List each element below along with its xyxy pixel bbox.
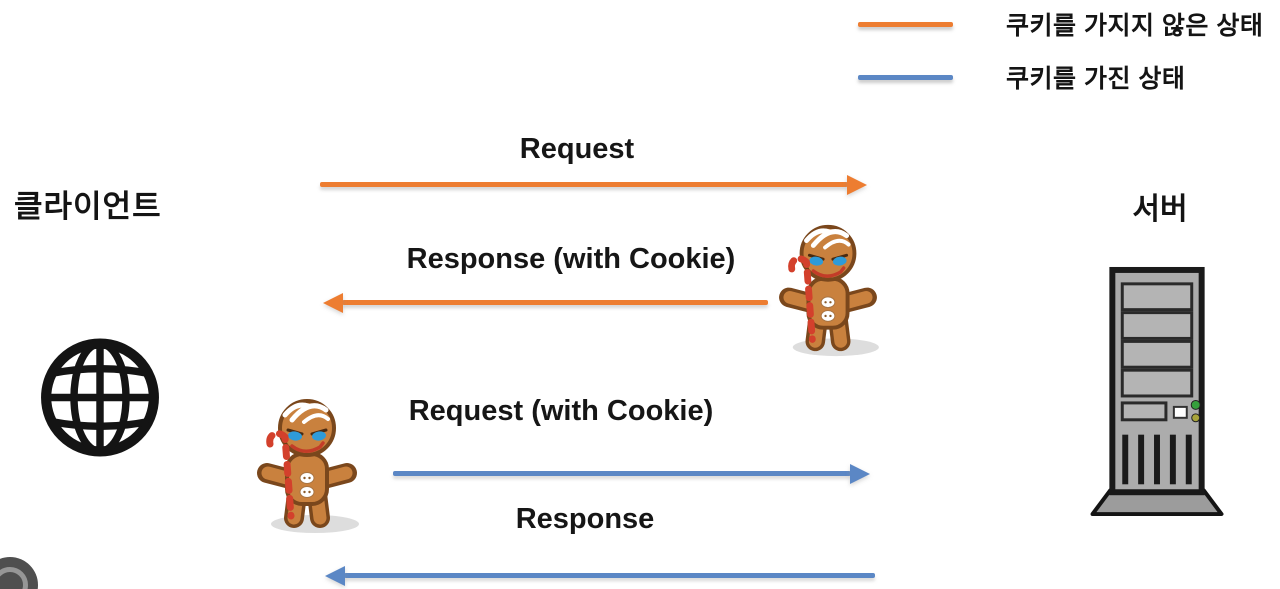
response-with-cookie-arrow (323, 292, 768, 313)
flow-label-request-with-cookie: Request (with Cookie) (408, 395, 714, 427)
flow-label-response: Response (515, 503, 655, 535)
legend-label-no-cookie: 쿠키를 가지지 않은 상태 (1006, 12, 1264, 40)
corner-badge (0, 557, 38, 589)
legend-item-with-cookie: 쿠키를 가진 상태 (858, 61, 1263, 93)
drive-bay (1120, 282, 1194, 312)
flow-label-response-with-cookie: Response (with Cookie) (406, 243, 736, 275)
drive-bay (1120, 339, 1194, 369)
vent-slit (1169, 434, 1176, 485)
flow-label-request: Request (519, 133, 635, 165)
vent-slit (1122, 434, 1129, 485)
client-label: 클라이언트 (14, 189, 162, 224)
drive-bay (1120, 311, 1194, 340)
legend-line-no-cookie-icon (858, 21, 953, 27)
arrow-head-left-icon (325, 565, 345, 586)
server-label: 서버 (1132, 193, 1188, 226)
request-arrow (320, 174, 867, 195)
vent-slit (1154, 434, 1160, 485)
arrow-head-right-icon (847, 174, 867, 195)
led-green (1190, 399, 1201, 410)
legend-label-with-cookie: 쿠키를 가진 상태 (1006, 65, 1186, 93)
drive-bay (1120, 368, 1194, 398)
drive-slot (1120, 401, 1168, 422)
legend-line-with-cookie-icon (858, 74, 953, 80)
server-tower-icon (1090, 266, 1224, 517)
vent-slit (1185, 434, 1192, 485)
gingerbread-man-icon (774, 222, 882, 359)
gingerbread-man-icon (251, 396, 363, 536)
corner-badge-ring (0, 567, 28, 589)
response-arrow (325, 565, 875, 586)
led-yellow (1191, 413, 1201, 423)
arrow-head-right-icon (850, 463, 870, 484)
legend: 쿠키를 가지지 않은 상태 쿠키를 가진 상태 (858, 8, 1263, 114)
power-button (1172, 405, 1188, 419)
request-with-cookie-arrow (393, 463, 870, 484)
vent-slit (1138, 434, 1145, 485)
globe-icon (41, 338, 159, 457)
arrow-head-left-icon (323, 292, 343, 313)
legend-item-no-cookie: 쿠키를 가지지 않은 상태 (858, 8, 1263, 40)
